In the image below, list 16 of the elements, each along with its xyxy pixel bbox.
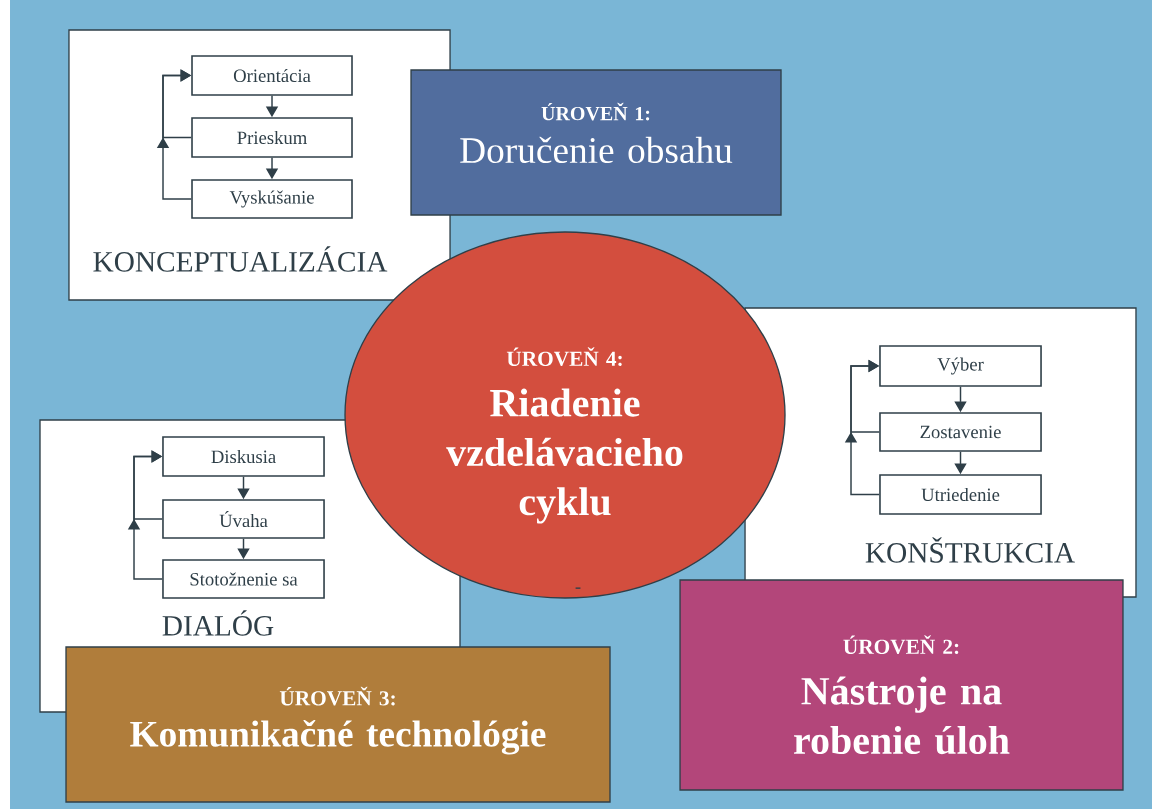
step-box: Stotožnenie sa (162, 559, 325, 599)
step-box: Úvaha (162, 499, 325, 539)
arrow (850, 359, 880, 496)
step-box: Zostavenie (879, 412, 1042, 452)
step-box: Diskusia (162, 436, 325, 477)
step-box: Prieskum (191, 117, 353, 158)
step-box: Orientácia (191, 55, 353, 96)
step-box: Vyskúšanie (191, 179, 353, 219)
level-box: ÚROVEŇ 2: Nástroje na robenie úloh (679, 579, 1124, 791)
level-box: ÚROVEŇ 1: Doručenie obsahu (410, 69, 782, 216)
arrow (162, 69, 192, 200)
level-box: ÚROVEŇ 3: Komunikačné technológie (65, 646, 611, 803)
arrow (133, 450, 163, 580)
step-box: Výber (879, 345, 1042, 387)
step-box: Utriedenie (879, 474, 1042, 515)
dash-mark: - (575, 587, 581, 589)
